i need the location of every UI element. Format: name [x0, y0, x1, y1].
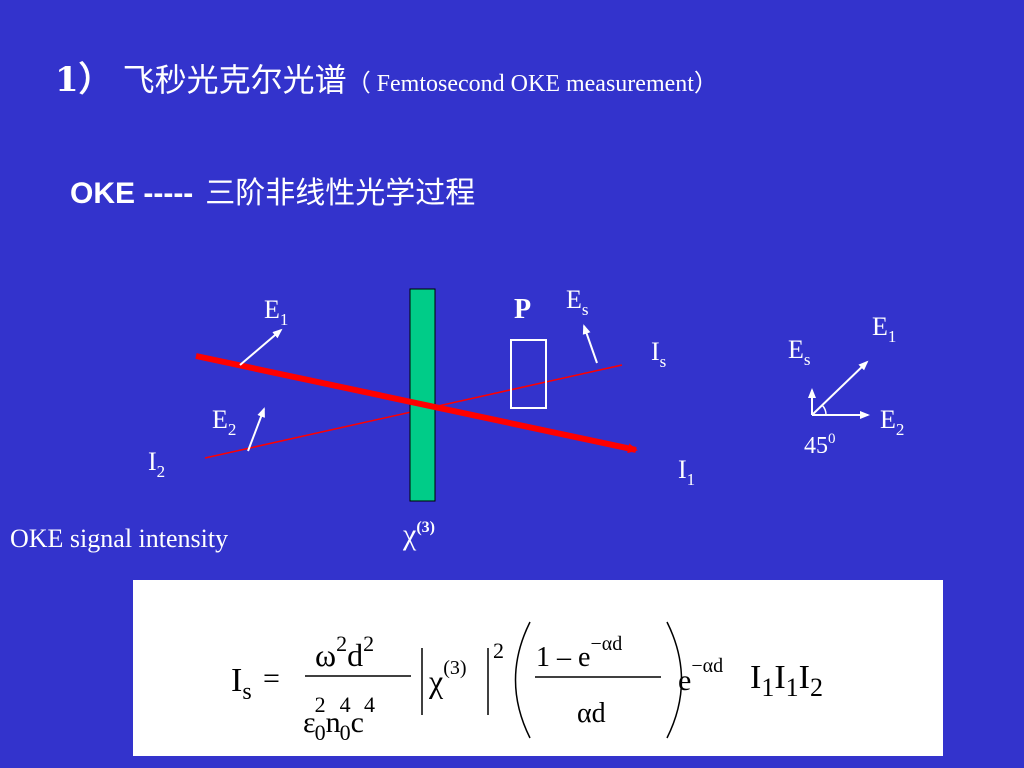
label-chi3: χ(3) — [402, 518, 435, 551]
polarizer-box — [510, 339, 547, 409]
label-e2: E2 — [212, 405, 236, 439]
formula-chi3: χ(3) — [428, 657, 467, 699]
paren-left — [514, 621, 531, 739]
subtitle-oke: OKE ----- — [70, 177, 194, 210]
slide-title: 1）飞秒光克尔光谱（ Femtosecond OKE measurement） — [55, 52, 718, 101]
title-chinese: 飞秒光克尔光谱 — [122, 61, 347, 99]
vector-label-es: Es — [788, 335, 811, 369]
formula-exponential: e−αd — [678, 655, 723, 697]
formula-intensities: I1I1I2 — [750, 659, 823, 702]
oke-diagram: E1 E2 Es P Is I1 I2 χ(3) E1 Es E2 450 — [148, 285, 904, 551]
es-polarization-arrow — [582, 324, 598, 364]
vector-label-e2: E2 — [880, 405, 904, 439]
formula-equals: = — [263, 662, 280, 695]
label-i2: I2 — [148, 447, 165, 481]
subtitle-chinese: 三阶非线性光学过程 — [205, 176, 476, 211]
e1-polarization-arrow — [239, 328, 283, 366]
vector-label-e1: E1 — [872, 312, 896, 346]
label-e1: E1 — [264, 295, 288, 329]
formula-numerator: ω2d2 — [315, 631, 374, 673]
vector-e1-arrow — [811, 360, 869, 416]
formula-lhs: Is — [231, 662, 252, 705]
title-english: （ Femtosecond OKE measurement） — [346, 71, 718, 97]
sample-medium — [409, 288, 436, 502]
oke-signal-label: OKE signal intensity — [10, 524, 229, 553]
abs-exponent: 2 — [493, 638, 504, 663]
angle-label: 450 — [804, 431, 836, 459]
pump-beam — [195, 353, 638, 454]
subtitle: OKE ----- 三阶非线性光学过程 — [70, 168, 475, 212]
title-number: 1） — [55, 60, 113, 100]
label-es: Es — [566, 285, 589, 319]
label-i1: I1 — [678, 455, 695, 489]
paren-denominator: αd — [577, 698, 606, 729]
angle-arc — [821, 404, 827, 416]
label-is: Is — [651, 337, 666, 371]
label-polarizer: P — [514, 294, 531, 325]
paren-right — [666, 621, 683, 739]
paren-numerator: 1 – e−αd — [536, 633, 622, 673]
e2-polarization-arrow — [247, 407, 265, 452]
